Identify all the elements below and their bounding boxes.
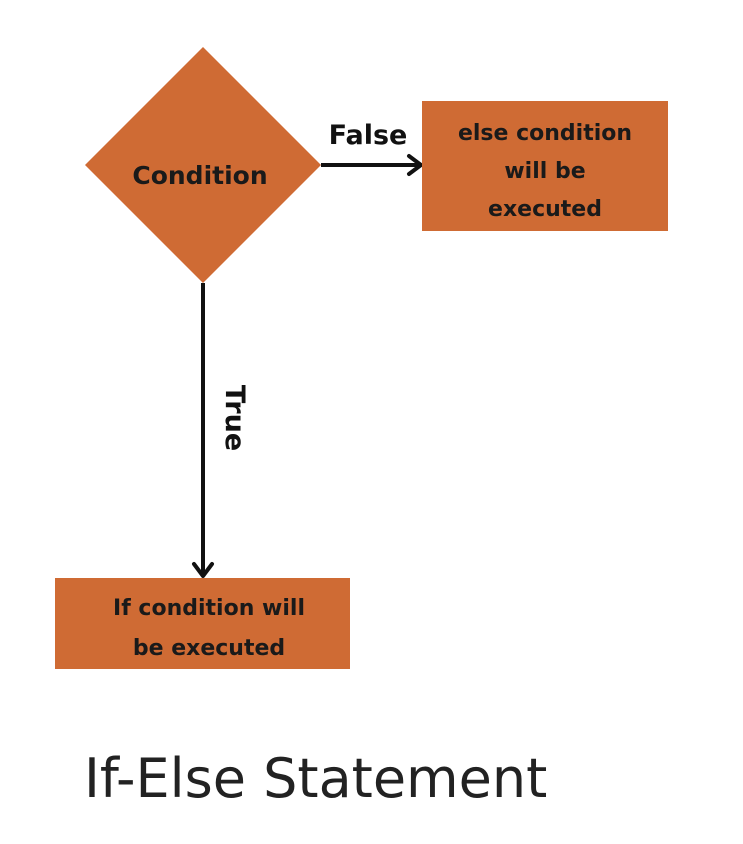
if-label-line-1: If condition will [113, 596, 305, 621]
if-label-line-2: be executed [133, 636, 285, 661]
true-arrowhead [192, 562, 214, 578]
else-box-shape [422, 101, 668, 231]
else-label-line-2: will be [504, 159, 585, 184]
else-node: else condition will be executed [422, 101, 668, 231]
else-label-line-1: else condition [458, 121, 632, 146]
condition-diamond-shape [85, 47, 321, 283]
true-edge-label: True [219, 385, 250, 451]
false-arrowhead [407, 154, 423, 176]
false-edge-label: False [329, 120, 408, 151]
if-box-shape [55, 578, 350, 669]
else-label-line-3: executed [488, 197, 602, 222]
diagram-caption: If-Else Statement [84, 747, 547, 810]
condition-node: Condition [85, 47, 321, 283]
condition-label: Condition [132, 161, 267, 190]
true-edge: True [192, 283, 250, 578]
if-node: If condition will be executed [55, 578, 350, 669]
false-edge: False [321, 120, 423, 176]
